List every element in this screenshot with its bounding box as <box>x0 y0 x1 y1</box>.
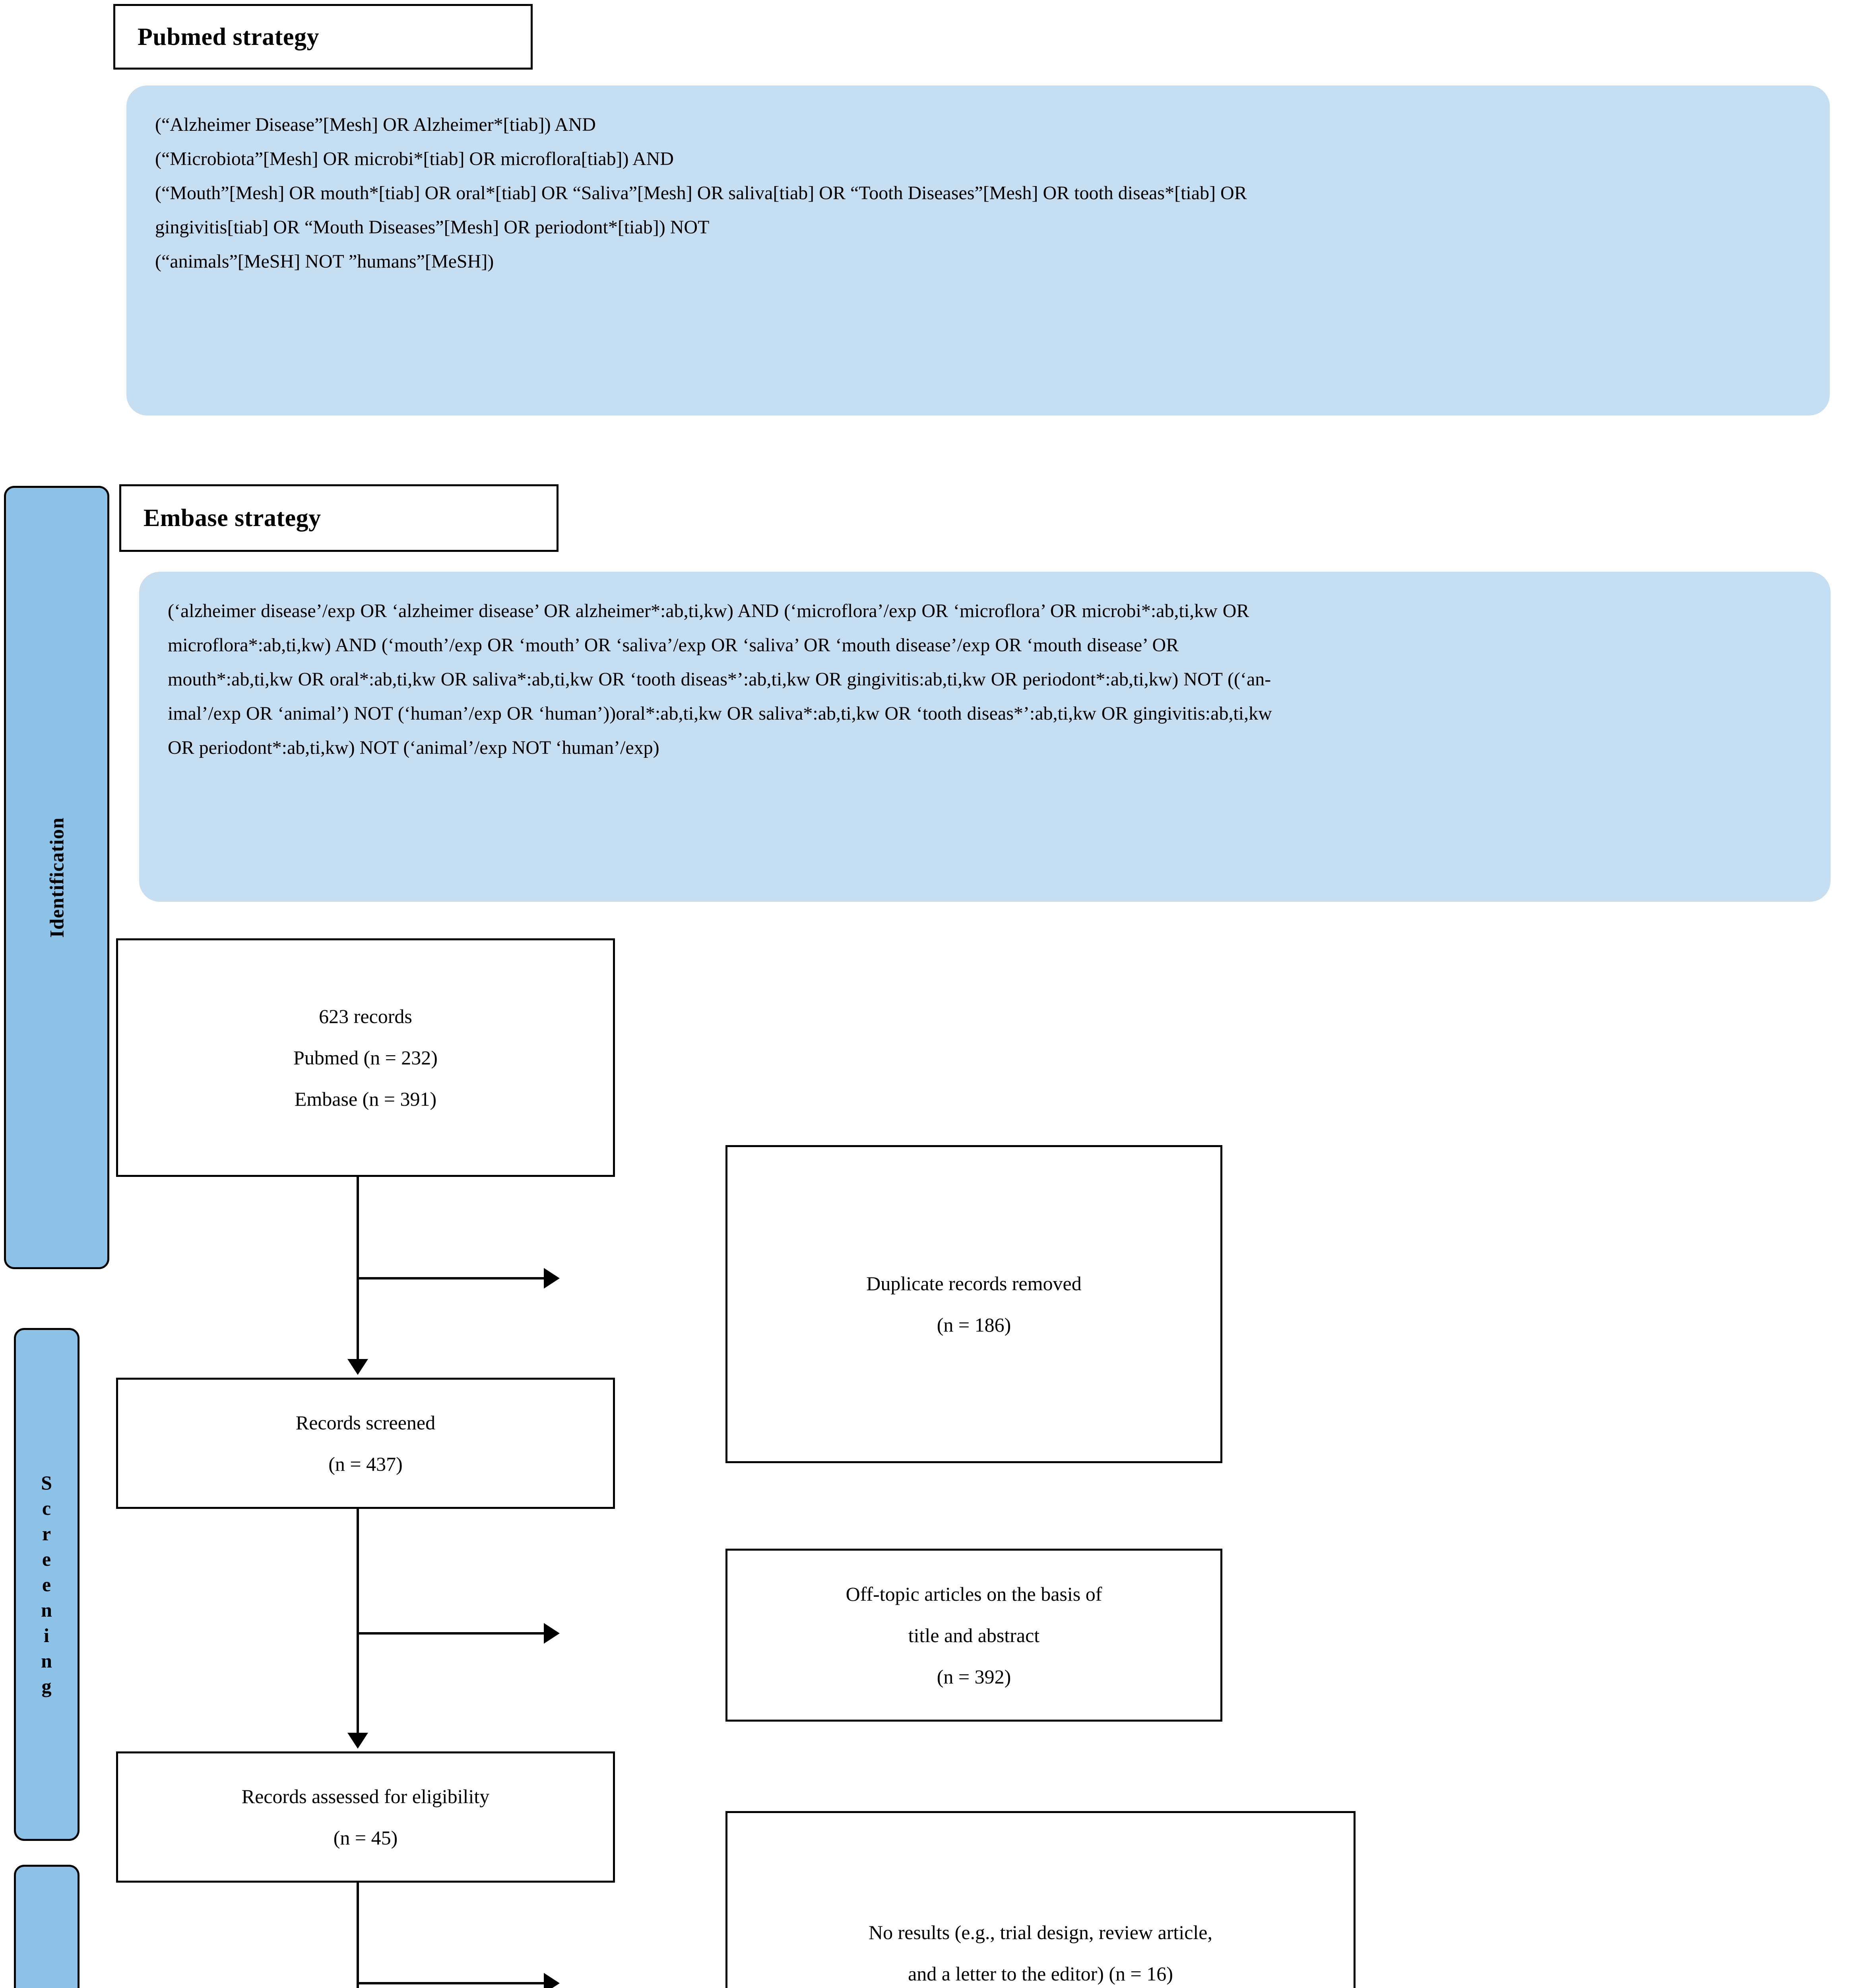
arrow-screened-to-assessed <box>347 1733 368 1749</box>
box-full-text-excluded: No results (e.g., trial design, review a… <box>725 1811 1356 1988</box>
pubmed-query-line-4: gingivitis[tiab] OR “Mouth Diseases”[Mes… <box>155 217 710 238</box>
pubmed-query-line-1: (“Alzheimer Disease”[Mesh] OR Alzheimer*… <box>155 114 596 135</box>
arrow-to-duplicates <box>544 1268 560 1289</box>
records-assessed-line-1: Records assessed for eligibility <box>241 1785 490 1807</box>
box-duplicate-records-removed: Duplicate records removed (n = 186) <box>725 1145 1222 1463</box>
connector-assessed-to-included <box>357 1883 359 1988</box>
full-text-excluded-line-1: No results (e.g., trial design, review a… <box>869 1921 1212 1943</box>
box-records-screened: Records screened (n = 437) <box>116 1378 615 1509</box>
records-screened-line-2: (n = 437) <box>328 1453 403 1475</box>
embase-strategy-title-box: Embase strategy <box>119 484 559 552</box>
phase-label-identification: Identification <box>45 817 68 938</box>
connector-to-full-text-excluded <box>358 1982 545 1984</box>
off-topic-line-2: title and abstract <box>908 1624 1040 1646</box>
records-screened-line-1: Records screened <box>295 1411 436 1434</box>
arrow-to-off-topic <box>544 1623 560 1644</box>
box-records-assessed: Records assessed for eligibility (n = 45… <box>116 1751 615 1883</box>
box-off-topic-excluded: Off-topic articles on the basis of title… <box>725 1549 1222 1722</box>
duplicates-removed-line-2: (n = 186) <box>937 1314 1011 1336</box>
box-records-identified: 623 records Pubmed (n = 232) Embase (n =… <box>116 938 615 1177</box>
connector-screened-to-assessed <box>357 1509 359 1734</box>
duplicates-removed-line-1: Duplicate records removed <box>866 1272 1082 1295</box>
embase-strategy-title: Embase strategy <box>144 505 321 532</box>
phase-label-screening: S c r e e n i n g <box>41 1472 52 1697</box>
off-topic-line-1: Off-topic articles on the basis of <box>846 1582 1102 1605</box>
embase-query-line-5: OR periodont*:ab,ti,kw) NOT (‘animal’/ex… <box>168 737 659 758</box>
embase-query-line-4: imal’/exp OR ‘animal’) NOT (‘human’/exp … <box>168 703 1272 724</box>
pubmed-query-line-5: (“animals”[MeSH] NOT ”humans”[MeSH]) <box>155 251 494 272</box>
arrow-identified-to-screened <box>347 1359 368 1375</box>
pubmed-strategy-title: Pubmed strategy <box>138 23 319 50</box>
connector-to-duplicates <box>358 1277 545 1279</box>
embase-strategy-panel: (‘alzheimer disease’/exp OR ‘alzheimer d… <box>139 572 1831 902</box>
connector-to-off-topic <box>358 1632 545 1635</box>
embase-query-line-1: (‘alzheimer disease’/exp OR ‘alzheimer d… <box>168 600 1249 621</box>
pubmed-strategy-panel: (“Alzheimer Disease”[Mesh] OR Alzheimer*… <box>126 85 1830 415</box>
pubmed-query-line-2: (“Microbiota”[Mesh] OR microbi*[tiab] OR… <box>155 148 674 169</box>
embase-query-line-2: microflora*:ab,ti,kw) AND (‘mouth’/exp O… <box>168 635 1179 656</box>
pubmed-query-line-3: (“Mouth”[Mesh] OR mouth*[tiab] OR oral*[… <box>155 182 1247 204</box>
phase-bar-identification: Identification <box>4 486 109 1269</box>
connector-identified-to-screened <box>357 1177 359 1360</box>
phase-bar-included: I n c l u d e d <box>14 1865 80 1988</box>
records-identified-line-1: 623 records <box>319 1005 412 1027</box>
arrow-to-full-text-excluded <box>544 1973 560 1988</box>
records-identified-line-3: Embase (n = 391) <box>294 1088 437 1110</box>
records-assessed-line-2: (n = 45) <box>333 1827 398 1849</box>
phase-bar-screening: S c r e e n i n g <box>14 1328 80 1841</box>
records-identified-line-2: Pubmed (n = 232) <box>293 1046 438 1069</box>
pubmed-strategy-title-box: Pubmed strategy <box>113 4 533 70</box>
off-topic-line-3: (n = 392) <box>937 1665 1011 1688</box>
embase-query-line-3: mouth*:ab,ti,kw OR oral*:ab,ti,kw OR sal… <box>168 669 1271 690</box>
full-text-excluded-line-2: and a letter to the editor) (n = 16) <box>908 1963 1173 1985</box>
